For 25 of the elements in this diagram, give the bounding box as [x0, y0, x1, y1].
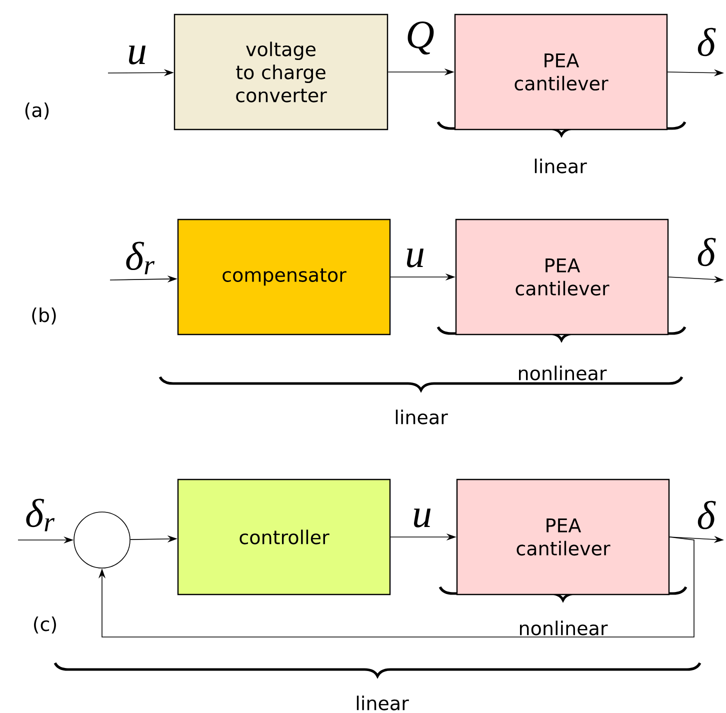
- edge-label: δ$_{r}$: [126, 242, 155, 274]
- brace-label: nonlinear: [520, 620, 608, 636]
- brace-label: nonlinear: [519, 366, 607, 380]
- brace-label: linear: [356, 696, 409, 710]
- brace-label: linear: [396, 410, 448, 424]
- edge-label: u: [129, 46, 146, 64]
- edge-label: δ: [698, 28, 716, 56]
- edge-label: u: [414, 508, 431, 528]
- panel-label: (b): [32, 308, 56, 324]
- edge-label: δ: [698, 238, 716, 266]
- block-box: PEA cantilever: [454, 14, 668, 130]
- edge-label: u: [407, 248, 424, 268]
- block-box: controller: [177, 478, 391, 596]
- block-box: voltage to charge converter: [174, 14, 388, 130]
- panel-label: (c): [34, 616, 56, 634]
- block-box: PEA cantilever: [456, 478, 670, 596]
- block-box: PEA cantilever: [455, 218, 669, 336]
- edge-label: δ: [698, 500, 716, 530]
- block-box: compensator: [177, 218, 391, 336]
- arrow: [98, 536, 694, 638]
- panel-label: (a): [25, 102, 49, 120]
- edge-label: Q: [408, 22, 434, 54]
- edge-label: δ$_{r}$: [26, 498, 55, 532]
- summing-junction: [74, 512, 130, 568]
- brace-label: linear: [534, 158, 587, 174]
